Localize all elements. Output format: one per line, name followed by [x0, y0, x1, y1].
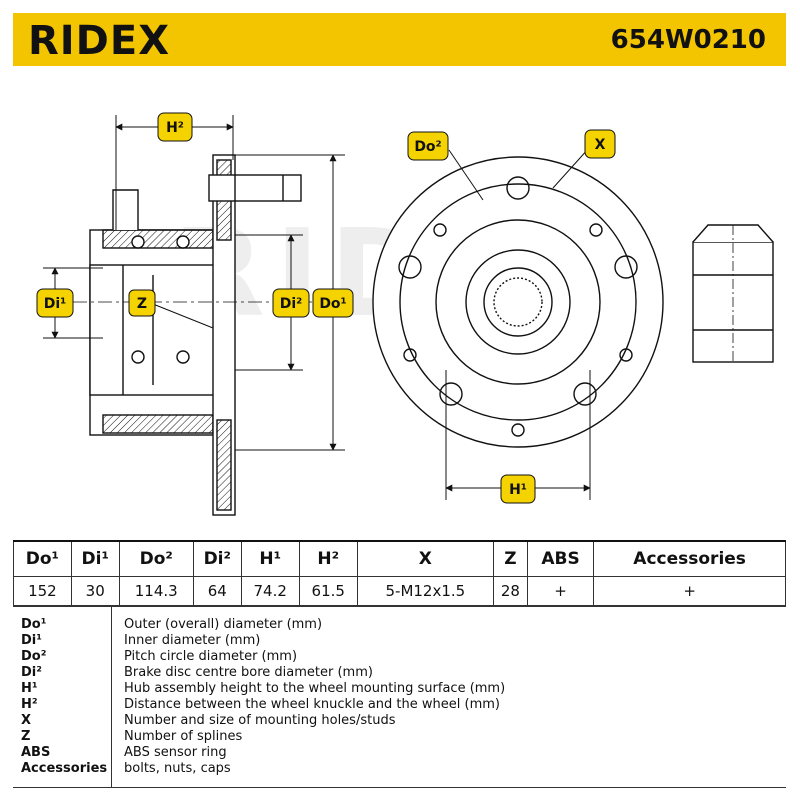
label-di1: Di¹ — [36, 288, 74, 318]
legend-desc: Pitch circle diameter (mm) — [124, 649, 298, 664]
hub-cross-section — [73, 154, 343, 516]
legend-code: ABS — [21, 745, 51, 760]
legend-desc: Number of splines — [124, 729, 243, 744]
value-cell: 114.3 — [118, 576, 194, 606]
specs-value-row: 152 30 114.3 64 74.2 61.5 5-M12x1.5 28 +… — [13, 576, 786, 606]
label-do2: Do² — [407, 131, 449, 161]
legend-desc: Inner diameter (mm) — [124, 633, 261, 648]
value-cell: 152 — [13, 576, 72, 606]
value-cell: 5-M12x1.5 — [356, 576, 494, 606]
label-z: Z — [128, 289, 156, 317]
legend-code: H¹ — [21, 681, 38, 696]
legend-code: Di¹ — [21, 633, 42, 648]
value-cell: 30 — [70, 576, 120, 606]
header-cell: H¹ — [240, 540, 300, 577]
value-cell: + — [593, 576, 786, 606]
header-cell: Di¹ — [70, 540, 120, 577]
svg-text:Z: Z — [137, 296, 147, 312]
legend-code: H² — [21, 697, 38, 712]
legend-desc: Distance between the wheel knuckle and t… — [124, 697, 500, 712]
legend-code: X — [21, 713, 32, 728]
legend-code: Do¹ — [21, 617, 47, 632]
legend: Do¹ Outer (overall) diameter (mm) Di¹ In… — [13, 606, 786, 788]
value-cell: 28 — [492, 576, 528, 606]
svg-text:H²: H² — [166, 120, 184, 136]
specs-table: Do¹ Di¹ Do² Di² H¹ H² X Z ABS Accessorie… — [13, 540, 786, 606]
part-number: 654W0210 — [610, 25, 766, 55]
wheel-nut — [692, 224, 774, 363]
hub-front-view — [372, 156, 664, 448]
label-h2: H² — [157, 112, 193, 142]
header-cell: Z — [492, 540, 528, 577]
value-cell: 61.5 — [298, 576, 358, 606]
legend-code: Do² — [21, 649, 47, 664]
legend-code: Accessories — [21, 761, 108, 776]
header-cell: Do² — [118, 540, 194, 577]
label-x: X — [584, 129, 616, 159]
legend-code: Z — [21, 729, 31, 744]
legend-divider — [111, 607, 112, 787]
svg-text:H¹: H¹ — [509, 482, 527, 498]
header-cell: Accessories — [593, 540, 786, 577]
label-di2: Di² — [272, 288, 310, 318]
technical-drawing: RIDEX — [36, 112, 774, 516]
header-cell: H² — [298, 540, 358, 577]
legend-desc: Outer (overall) diameter (mm) — [124, 617, 323, 632]
header-bar: RIDEX 654W0210 — [13, 13, 786, 66]
legend-desc: Brake disc centre bore diameter (mm) — [124, 665, 373, 680]
svg-text:Do²: Do² — [414, 139, 441, 155]
value-cell: + — [526, 576, 595, 606]
svg-text:Di²: Di² — [280, 296, 303, 312]
value-cell: 74.2 — [240, 576, 300, 606]
legend-desc: ABS sensor ring — [124, 745, 227, 760]
header-cell: Do¹ — [13, 540, 72, 577]
header-cell: X — [356, 540, 494, 577]
label-do1: Do¹ — [312, 288, 354, 318]
header-cell: Di² — [192, 540, 242, 577]
legend-desc: bolts, nuts, caps — [124, 761, 231, 776]
header-cell: ABS — [526, 540, 595, 577]
svg-text:X: X — [595, 137, 606, 153]
legend-code: Di² — [21, 665, 42, 680]
svg-text:Di¹: Di¹ — [44, 296, 67, 312]
brand-logo: RIDEX — [28, 18, 171, 64]
value-cell: 64 — [192, 576, 242, 606]
label-h1: H¹ — [500, 474, 536, 504]
legend-desc: Number and size of mounting holes/studs — [124, 713, 396, 728]
svg-text:Do¹: Do¹ — [319, 296, 346, 312]
specs-header-row: Do¹ Di¹ Do² Di² H¹ H² X Z ABS Accessorie… — [13, 540, 786, 577]
legend-desc: Hub assembly height to the wheel mountin… — [124, 681, 506, 696]
